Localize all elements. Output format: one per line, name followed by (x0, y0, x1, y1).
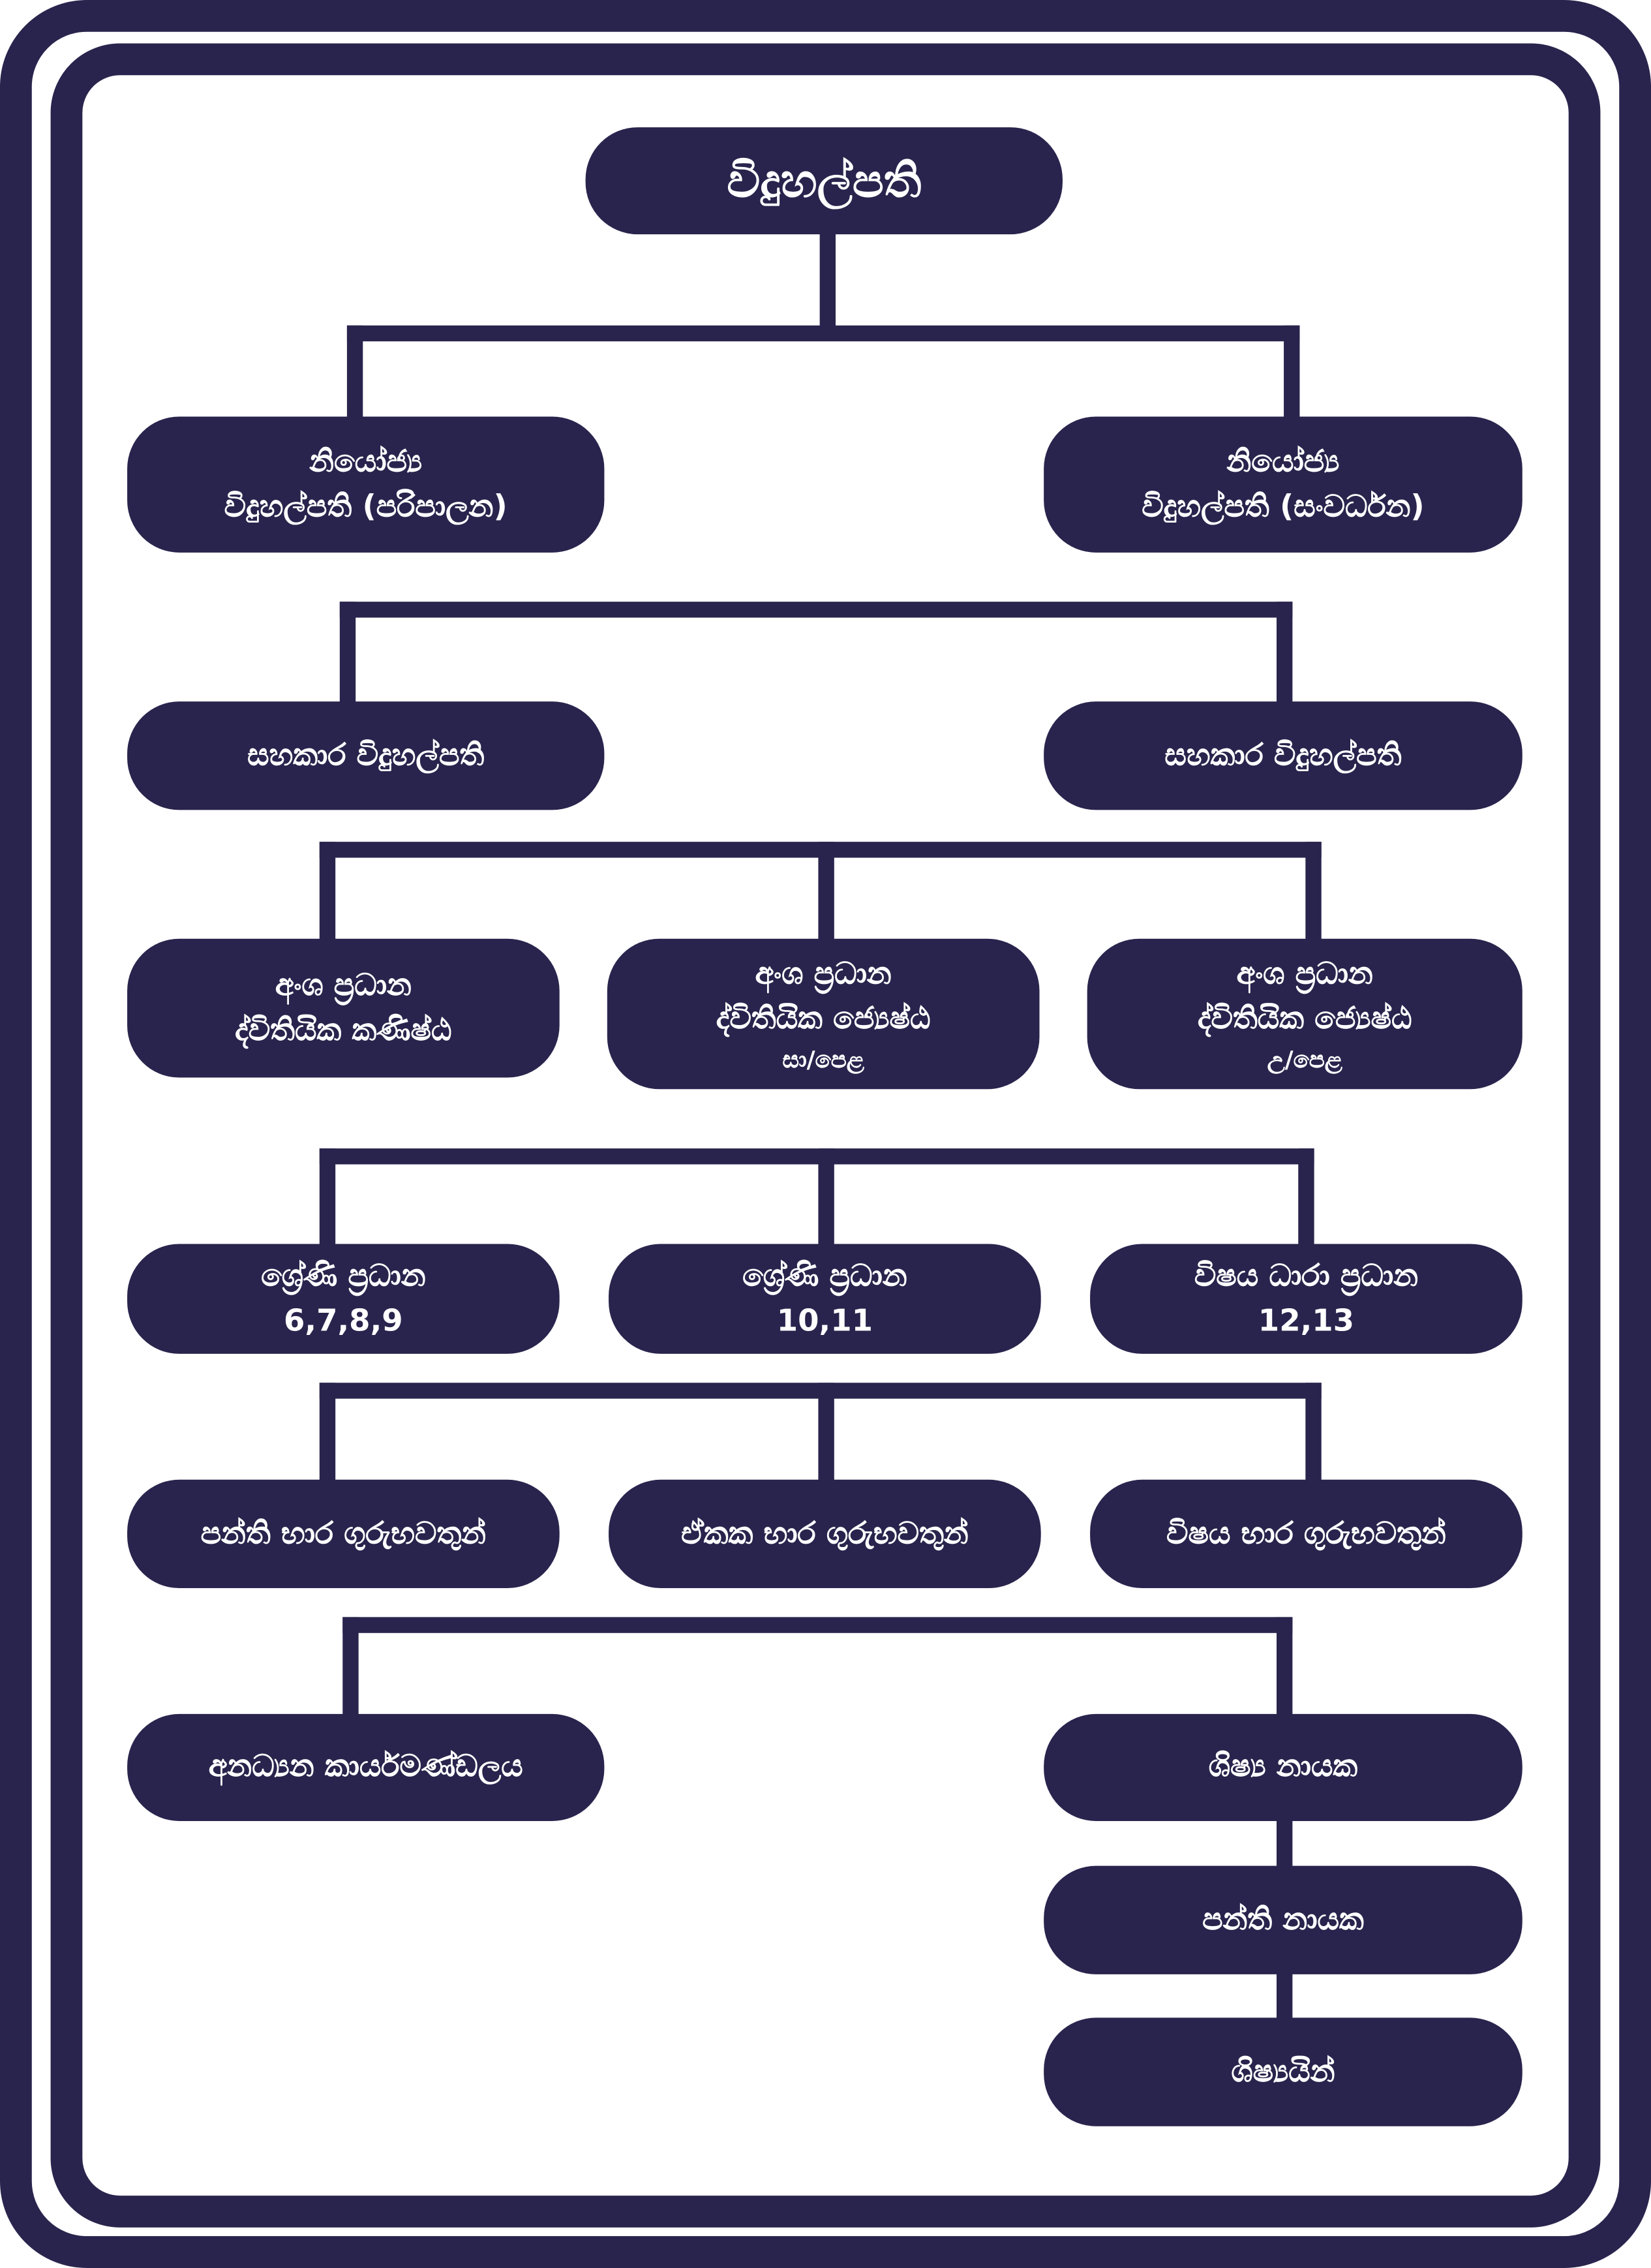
connector (319, 842, 336, 940)
connector (319, 1383, 336, 1482)
box-label: 10,11 (776, 1303, 873, 1338)
connector (342, 1617, 1293, 1633)
grade-head-10-11-box: ශ්‍රේණි ප්‍රධාන 10,11 (609, 1244, 1041, 1354)
box-label: විදුහල්පති (727, 153, 922, 209)
box-label: ශිෂ්‍ය නායක (1208, 1749, 1358, 1784)
deputy-principal-development-box: නියෝජ්‍ය විදුහල්පති (සංවර්ධන) (1044, 416, 1522, 553)
box-label: නියෝජ්‍ය (1226, 443, 1340, 478)
class-teachers-box: පන්ති භාර ගුරුභවතුන් (127, 1479, 560, 1589)
box-label: ඒකක භාර ගුරුභවතුන් (681, 1515, 969, 1550)
connector (1298, 1148, 1314, 1246)
box-label: ශ්‍රේණි ප්‍රධාන (261, 1257, 426, 1293)
connector (1276, 602, 1293, 703)
grade-head-6-9-box: ශ්‍රේණි ප්‍රධාන 6,7,8,9 (127, 1244, 560, 1354)
box-label: ද්විතියික කණිෂ්ඨ (235, 1012, 452, 1047)
stream-head-12-13-box: විෂය ධාරා ප්‍රධාන 12,13 (1090, 1244, 1522, 1354)
connector (339, 602, 356, 703)
box-label: සහකාර විදුහල්පති (247, 737, 485, 773)
box-label: උ/පෙළ (1267, 1045, 1342, 1073)
deputy-principal-admin-box: නියෝජ්‍ය විදුහල්පති (පරිපාලන) (127, 416, 605, 553)
box-label: 6,7,8,9 (284, 1303, 403, 1338)
students-box: ශිෂ්‍යයින් (1044, 2017, 1522, 2126)
inner-frame (50, 43, 1601, 2228)
section-head-senior-al-box: අංශ ප්‍රධාන ද්විතියික ජ්‍යෙෂ්ඨ උ/පෙළ (1087, 938, 1522, 1090)
connector (819, 231, 836, 336)
box-label: ද්විතියික ජ්‍යෙෂ්ඨ (1197, 1001, 1412, 1036)
connector (1284, 325, 1300, 420)
connector (319, 1148, 1314, 1165)
non-academic-staff-box: අනධ්‍යන කාර්යමණ්ඩලය (127, 1713, 605, 1821)
class-leaders-box: පන්ති නායක (1044, 1865, 1522, 1974)
unit-teachers-box: ඒකක භාර ගුරුභවතුන් (609, 1479, 1041, 1589)
box-label: විදුහල්පති (සංවර්ධන) (1142, 489, 1425, 524)
principal-box: විදුහල්පති (585, 127, 1063, 235)
assistant-principal-box: සහකාර විදුහල්පති (127, 701, 605, 810)
subject-teachers-box: විෂය භාර ගුරුභවතුන් (1090, 1479, 1522, 1589)
connector (339, 602, 1293, 618)
connector (1276, 1972, 1293, 2019)
student-leaders-box: ශිෂ්‍ය නායක (1044, 1713, 1522, 1821)
box-label: විෂය ධාරා ප්‍රධාන (1194, 1257, 1419, 1293)
connector (346, 325, 1300, 342)
connector (342, 1617, 359, 1716)
assistant-principal-box: සහකාර විදුහල්පති (1044, 701, 1522, 810)
connector (1276, 1819, 1293, 1867)
box-label: අංශ ප්‍රධාන (275, 966, 412, 1002)
connector (346, 325, 363, 420)
connector (818, 1148, 834, 1246)
box-label: විදුහල්පති (පරිපාලන) (224, 489, 507, 524)
connector (1305, 842, 1322, 940)
connector (818, 1383, 834, 1482)
connector (319, 1148, 336, 1246)
box-label: 12,13 (1258, 1303, 1355, 1338)
box-label: පන්ති භාර ගුරුභවතුන් (200, 1515, 487, 1550)
box-label: ශිෂ්‍යයින් (1231, 2053, 1335, 2089)
connector (818, 842, 834, 940)
box-label: නියෝජ්‍ය (309, 443, 423, 478)
box-label: පන්ති නායක (1202, 1901, 1364, 1937)
box-label: අංශ ප්‍රධාන (755, 955, 892, 990)
section-head-senior-ol-box: අංශ ප්‍රධාන ද්විතියික ජ්‍යෙෂ්ඨ සා/පෙළ (607, 938, 1040, 1090)
box-label: විෂය භාර ගුරුභවතුන් (1166, 1515, 1446, 1550)
section-head-junior-box: අංශ ප්‍රධාන ද්විතියික කණිෂ්ඨ (127, 938, 560, 1078)
box-label: සහකාර විදුහල්පති (1164, 737, 1402, 773)
box-label: ද්විතියික ජ්‍යෙෂ්ඨ (716, 1001, 931, 1036)
connector (1305, 1383, 1322, 1482)
box-label: අනධ්‍යන කාර්යමණ්ඩලය (208, 1749, 523, 1784)
box-label: ශ්‍රේණි ප්‍රධාන (742, 1257, 907, 1293)
box-label: සා/පෙළ (782, 1045, 864, 1073)
connector (1276, 1617, 1293, 1716)
box-label: අංශ ප්‍රධාන (1236, 955, 1373, 990)
